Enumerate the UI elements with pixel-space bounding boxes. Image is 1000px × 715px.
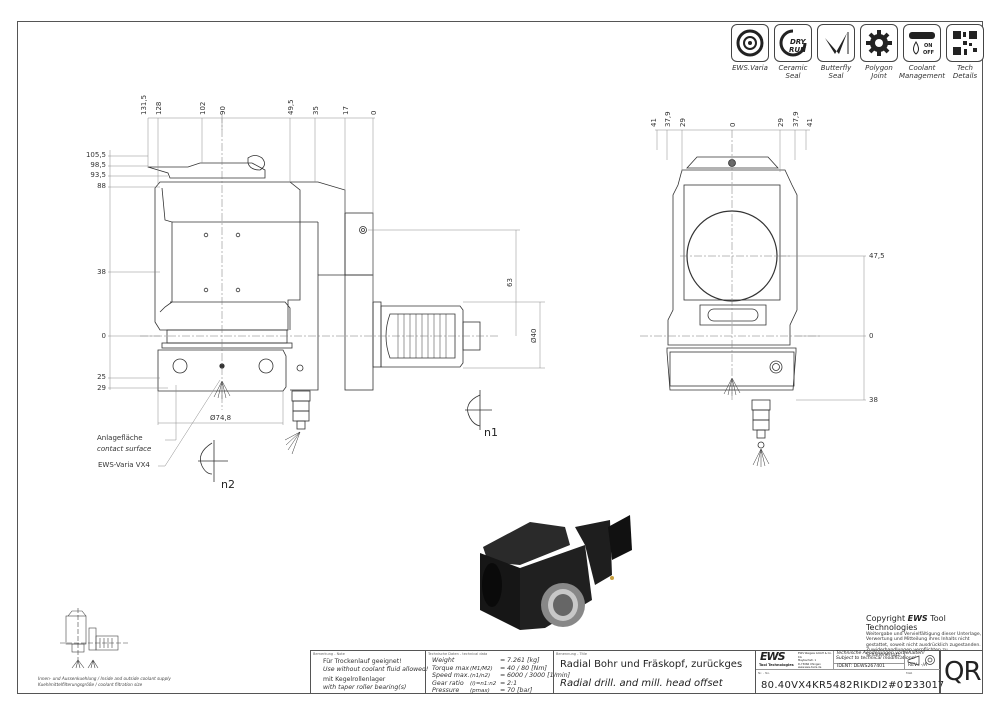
copyright-suffix: Tool Technologies bbox=[866, 614, 946, 632]
ident-box: EWS Tool Technologies EWS Weigele GmbH &… bbox=[755, 650, 944, 694]
leader-ews-varia: EWS-Varia VX4 bbox=[98, 461, 150, 469]
drawing-number: 233017 bbox=[906, 680, 945, 691]
notes-box: Bemerkung - Note Für Trockenlauf geeigne… bbox=[310, 650, 429, 694]
coolant-caption: Innen- und Aussenkuehlung / Inside and o… bbox=[38, 676, 171, 687]
feature-label: Polygon Joint bbox=[865, 64, 893, 80]
tech-data-box: Technische Daten - technical data Weight… bbox=[425, 650, 570, 694]
copyright-line: Weitergabe und Vervielfältigung dieser U… bbox=[866, 632, 982, 637]
feature-label: Butterfly Seal bbox=[820, 64, 852, 80]
leader-contact-surface-de: Anlagefläche bbox=[97, 434, 143, 442]
revision-field: REV.: -/A bbox=[908, 663, 928, 668]
polygon-joint-icon bbox=[860, 24, 898, 62]
copyright-brand: EWS bbox=[907, 614, 928, 623]
svg-text:ON: ON bbox=[924, 43, 932, 49]
feature-label: EWS.Varia bbox=[732, 64, 768, 72]
copyright-line: Verwertung und Mitteilung ihres Inhalts … bbox=[866, 637, 970, 643]
company-logo-area: EWS Tool Technologies EWS Weigele GmbH &… bbox=[756, 651, 834, 670]
svg-text:OFF: OFF bbox=[923, 50, 934, 56]
qr-code-icon bbox=[946, 24, 984, 62]
ews-logo: EWS bbox=[760, 650, 786, 663]
feature-label: Tech Details bbox=[952, 64, 978, 80]
note-line: Für Trockenlauf geeignet! bbox=[323, 658, 402, 665]
feature-ews-varia[interactable]: EWS.Varia bbox=[729, 24, 771, 80]
tech-row: Torque max(M1/M2)=40 / 80 [Nm] bbox=[432, 664, 547, 672]
svg-text:RUN: RUN bbox=[789, 46, 806, 54]
change-note: Technische Aenderungen vorbehalten!Subje… bbox=[836, 651, 925, 662]
svg-text:DRY: DRY bbox=[790, 38, 807, 46]
feature-tech-details[interactable]: Tech Details bbox=[944, 24, 986, 80]
feature-polygon-joint[interactable]: Polygon Joint bbox=[858, 24, 900, 80]
title-box: Benennung - Title Radial Bohr und Fräsko… bbox=[553, 650, 755, 694]
coolant-caption-line1: Innen- und Aussenkuehlung / Inside and o… bbox=[38, 676, 171, 681]
tech-row: Pressure(pmax)=70 [bar] bbox=[432, 687, 533, 694]
qr-box[interactable]: QR bbox=[940, 650, 983, 694]
title-english: Radial drill. and mill. head offset bbox=[560, 678, 723, 689]
number-caption: Maß bbox=[906, 671, 913, 675]
title-block-bottom-border bbox=[310, 693, 983, 694]
part-caption: Nr. - No. bbox=[758, 671, 771, 675]
copyright-prefix: Copyright bbox=[866, 614, 908, 623]
copyright-line: gestattet, soweit nicht ausdrücklich zug… bbox=[866, 642, 981, 648]
projection-symbol-icon bbox=[907, 655, 935, 666]
tech-row: Gear ratio(i)=n1:n2=2:1 bbox=[432, 679, 518, 687]
tech-row: Speed max.(n1/n2)=6000 / 3000 [1/min] bbox=[432, 672, 571, 679]
title-german: Radial Bohr und Fräskopf, zurückges bbox=[560, 659, 743, 670]
isometric-render bbox=[480, 515, 632, 630]
coolant-schematic bbox=[60, 608, 128, 669]
leader-contact-surface-en: contact surface bbox=[97, 445, 152, 453]
ident-field: IDENT: DEWS267401 bbox=[834, 663, 904, 670]
tech-caption: Technische Daten - technical data bbox=[428, 652, 488, 656]
note-line: with taper roller bearing(s) bbox=[323, 684, 407, 691]
ews-varia-icon bbox=[731, 24, 769, 62]
note-line: Use without coolant fluid allowed! bbox=[323, 666, 429, 673]
note-line: mit Kegelrollenlager bbox=[323, 676, 386, 683]
feature-label: Ceramic Seal bbox=[778, 64, 808, 80]
ews-logo-sub: Tool Technologies bbox=[759, 663, 794, 667]
feature-label: Coolant Management bbox=[898, 64, 946, 80]
tech-row: Weight=7.261 [kg] bbox=[432, 657, 540, 664]
title-caption: Benennung - Title bbox=[556, 652, 588, 656]
feature-butterfly-seal[interactable]: Butterfly Seal bbox=[815, 24, 857, 80]
projection-symbol-area: REV.: -/A bbox=[904, 651, 941, 670]
notes-caption: Bemerkung - Note bbox=[313, 652, 345, 656]
coolant-caption-line2: Kuehlmittelfilterungsgröße / coolant fil… bbox=[38, 681, 143, 687]
part-number: 80.40VX4KR5482RIKDI2#01 bbox=[761, 680, 911, 691]
qr-label: QR bbox=[944, 657, 982, 687]
side-view bbox=[147, 155, 481, 430]
butterfly-seal-icon bbox=[817, 24, 855, 62]
